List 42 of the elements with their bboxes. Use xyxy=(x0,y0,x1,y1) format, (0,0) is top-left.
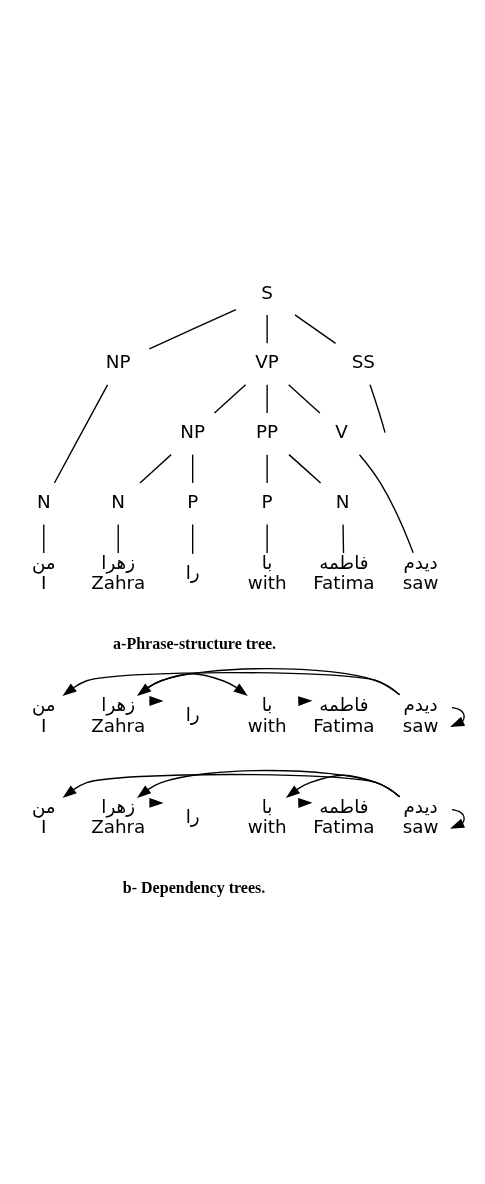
node-text: را xyxy=(185,704,200,726)
connector xyxy=(192,453,194,484)
connector xyxy=(53,384,109,484)
connector xyxy=(266,384,268,414)
connector xyxy=(294,314,337,345)
connector xyxy=(43,523,45,554)
node-text: VP xyxy=(255,351,279,373)
node-text: NP xyxy=(105,351,131,373)
node-text: V xyxy=(335,421,348,443)
label: a-Phrase-structure tree. xyxy=(113,634,277,652)
connector xyxy=(148,308,237,350)
node-text: N xyxy=(335,491,350,513)
node-text: S xyxy=(261,281,273,303)
label: b- Dependency trees. xyxy=(122,878,266,896)
arrow xyxy=(137,673,248,697)
connector xyxy=(192,523,194,555)
arrow xyxy=(62,773,401,798)
node-text: P xyxy=(187,491,199,513)
connector xyxy=(369,384,386,434)
connector xyxy=(287,384,321,414)
connector xyxy=(139,453,172,484)
connector xyxy=(266,314,268,344)
connector xyxy=(213,384,247,414)
node-text: P xyxy=(261,491,273,513)
connector xyxy=(342,523,345,554)
connector xyxy=(266,453,268,484)
arrow xyxy=(136,769,401,798)
node-text: N xyxy=(36,491,51,513)
connector xyxy=(117,523,119,554)
node-text: SS xyxy=(351,351,375,373)
arrow xyxy=(450,706,466,727)
arrow xyxy=(136,667,401,697)
connector xyxy=(288,453,322,484)
arrow xyxy=(285,774,401,798)
node-text: N xyxy=(111,491,126,513)
node-text: PP xyxy=(256,421,279,443)
arrow xyxy=(450,808,466,829)
node-text: را xyxy=(185,806,200,828)
node-text: را xyxy=(185,562,200,584)
connector xyxy=(266,523,268,554)
node-text: NP xyxy=(180,421,206,443)
connector xyxy=(358,454,414,554)
